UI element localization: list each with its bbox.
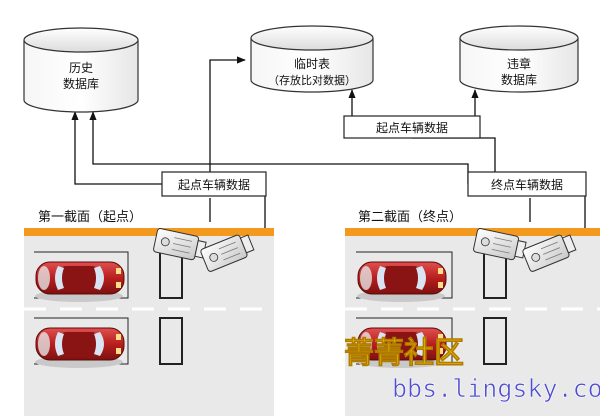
history-database: 历史 数据库 (23, 27, 139, 113)
car-left-lane2 (34, 327, 125, 369)
temp-table-line1: 临时表 (294, 57, 330, 71)
violation-db-line1: 违章 (507, 56, 531, 71)
history-db-line1: 历史 (69, 61, 93, 75)
car-right-lane1 (356, 261, 447, 303)
violation-db-line2: 数据库 (501, 72, 537, 87)
start-data-box-mid-label: 起点车辆数据 (376, 120, 448, 135)
start-data-box-left-label: 起点车辆数据 (178, 177, 250, 192)
watermark-name: 菁菁社区 (344, 336, 464, 371)
start-data-box-left: 起点车辆数据 (161, 171, 267, 197)
end-data-box-right-label: 终点车辆数据 (491, 177, 563, 192)
section-second-label: 第二截面（终点） (358, 209, 462, 225)
section-first-label: 第一截面（起点） (38, 210, 142, 225)
history-db-line2: 数据库 (63, 76, 99, 91)
end-data-box-right: 终点车辆数据 (467, 171, 587, 197)
violation-database: 违章 数据库 (459, 25, 579, 93)
car-left-lane1 (34, 261, 125, 303)
temp-table: 临时表 （存放比对数据） (250, 25, 374, 93)
start-data-box-mid: 起点车辆数据 (343, 115, 481, 139)
watermark-url: bbs.lingsky.com (392, 374, 600, 403)
temp-table-line2: （存放比对数据） (268, 73, 356, 87)
